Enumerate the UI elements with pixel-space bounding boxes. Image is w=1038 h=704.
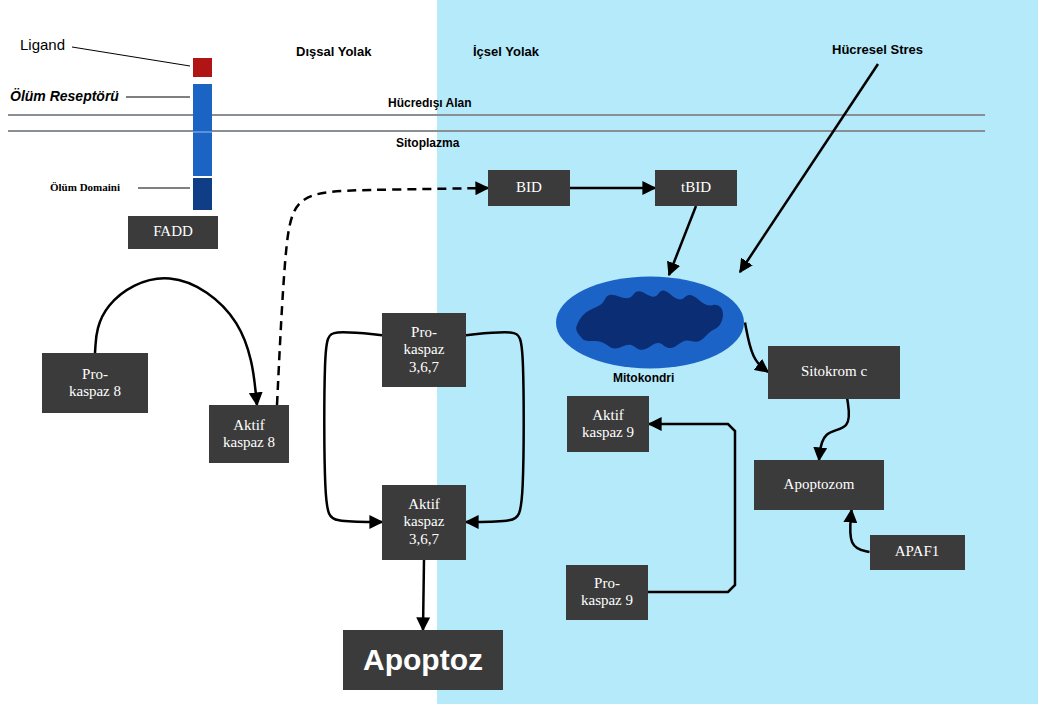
connector-arrow — [850, 510, 869, 552]
leader-line — [126, 97, 190, 98]
extrinsic-ground — [0, 0, 437, 704]
node-text: APAF1 — [895, 543, 939, 560]
death-receptor — [193, 84, 212, 176]
pathway-title: İçsel Yolak — [473, 44, 539, 59]
protein-box: tBID — [655, 170, 737, 206]
cristae — [576, 291, 723, 350]
protein-box: Sitokrom c — [768, 346, 900, 399]
region-label: Hücredışı Alan — [388, 96, 472, 110]
stress-label: Hücresel Stres — [832, 42, 923, 57]
protein-box: APAF1 — [870, 535, 965, 570]
connector-arrow — [324, 332, 382, 522]
stress-arrow — [740, 64, 878, 272]
node-text: BID — [516, 179, 542, 196]
node-text: FADD — [153, 223, 193, 240]
node-text: Aktif kaspaz 8 — [218, 417, 280, 452]
node-text: Pro- kaspaz 3,6,7 — [393, 324, 455, 376]
procaspase-box: Pro- kaspaz 3,6,7 — [382, 313, 466, 387]
dashed-arrow — [277, 188, 488, 405]
node-text: Pro- kaspaz 8 — [64, 366, 126, 401]
intrinsic-ground — [437, 0, 1038, 704]
ligand-symbol — [193, 58, 212, 77]
ligand-label: Ligand — [20, 36, 65, 53]
caspase-box: Aktif kaspaz 3,6,7 — [382, 485, 466, 560]
connector-arrow — [423, 560, 424, 631]
protein-box: BID — [488, 170, 570, 206]
pathway-title: Dışsal Yolak — [296, 44, 371, 59]
adaptor-box: FADD — [128, 216, 218, 249]
membrane-line — [8, 114, 985, 116]
outer-membrane — [556, 277, 744, 369]
node-text: Apoptozom — [784, 476, 855, 493]
domain-label: Ölüm Domaini — [50, 181, 120, 193]
connector-arrow — [819, 399, 849, 461]
mitochondrion-shape — [555, 275, 745, 370]
node-text: Sitokrom c — [801, 363, 867, 380]
organelle-label: Mitokondri — [613, 372, 674, 386]
connector-arrow — [669, 206, 696, 275]
caspase-box: Aktif kaspaz 9 — [567, 396, 649, 452]
connector-arrow — [745, 323, 768, 373]
node-text: tBID — [681, 179, 711, 196]
node-text: Aktif kaspaz 9 — [577, 407, 639, 442]
procaspase-box: Pro- kaspaz 8 — [42, 353, 148, 413]
procaspase-box: Pro- kaspaz 9 — [566, 565, 648, 620]
membrane-line — [8, 130, 985, 132]
connector-arrow — [466, 332, 524, 522]
node-text: Apoptoz — [363, 643, 483, 678]
leader-line — [138, 188, 190, 189]
connector-arrow — [648, 424, 735, 592]
receptor-seam — [193, 131, 212, 133]
mitochondrion: Mitokondri — [555, 275, 745, 370]
death-domain — [193, 178, 212, 210]
leader-line — [72, 47, 190, 66]
complex-box: Apoptozom — [754, 460, 884, 510]
node-text: Pro- kaspaz 9 — [576, 575, 638, 610]
connector-arrow — [570, 187, 655, 190]
caspase-box: Aktif kaspaz 8 — [209, 405, 289, 463]
receptor-label: Ölüm Reseptörü — [10, 88, 119, 104]
outcome-box: Apoptoz — [343, 630, 503, 690]
region-label: Sitoplazma — [396, 136, 459, 150]
node-text: Aktif kaspaz 3,6,7 — [393, 496, 455, 548]
